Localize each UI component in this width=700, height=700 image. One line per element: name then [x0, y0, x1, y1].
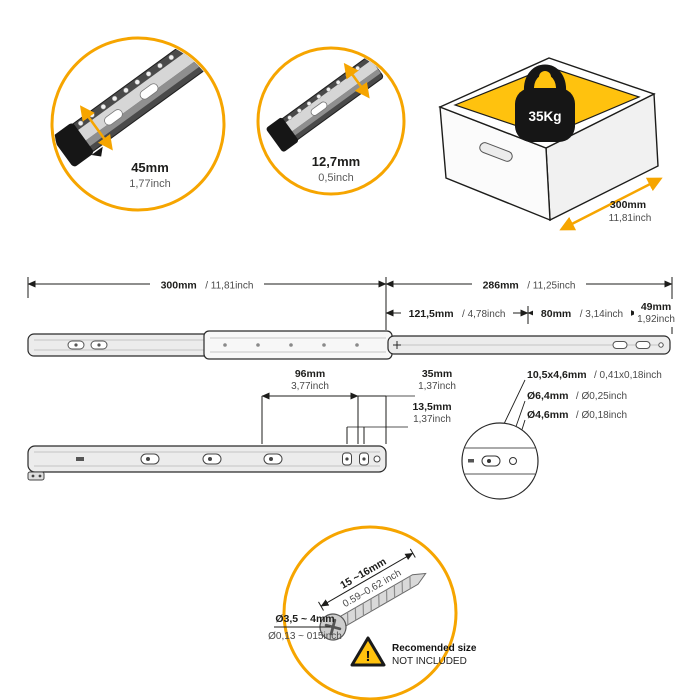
end-hole — [373, 455, 381, 463]
thickness-arrow-icon — [343, 62, 370, 99]
dim-holelarge-value: Ø6,4mm — [527, 390, 568, 402]
dim-front-label: 121,5mm / 4,78inch — [409, 304, 506, 321]
dim-slotsize-label: 10,5x4,6mm / 0,41x0,18inch — [527, 365, 662, 382]
dim-mid-value: 80mm — [541, 308, 571, 320]
dim-holesmall-alt: / Ø0,18inch — [576, 410, 627, 421]
screw-callout: 15 ~16mm 0.59–0.62 inch Ø3,5 ~ 4mm Ø0,13… — [268, 525, 477, 700]
width-alt: 1,77inch — [129, 178, 171, 190]
dim-holespan-alt: 3,77inch — [291, 381, 329, 392]
detail-hole — [509, 457, 517, 465]
dim-slotsize-value: 10,5x4,6mm — [527, 369, 587, 381]
note-sub: NOT INCLUDED — [392, 656, 467, 667]
hole-detail: 10,5x4,6mm / 0,41x0,18inch Ø6,4mm / Ø0,2… — [461, 365, 662, 500]
mounting-bracket — [27, 471, 45, 481]
dim-total-label: 300mm / 11,81inch — [161, 276, 254, 293]
extended-slide-drawing — [27, 330, 671, 360]
dim-holelarge-alt: / Ø0,25inch — [576, 391, 627, 402]
callout-thickness: 12,7mm 0,5inch — [256, 46, 406, 196]
dim-holesmall-value: Ø4,6mm — [527, 409, 568, 421]
weight-icon: 35Kg — [515, 64, 575, 142]
screw-threads — [346, 576, 411, 625]
drawer-handle-slot — [479, 142, 513, 162]
slide-thickness-photo — [266, 56, 384, 152]
dim-holelarge-label: Ø6,4mm / Ø0,25inch — [527, 386, 627, 403]
dim-slotpair-alt: 1,37inch — [413, 414, 451, 425]
paired-slots — [342, 452, 369, 466]
dim-mid-label: 80mm / 3,14inch — [541, 304, 623, 321]
slide-width-photo — [54, 40, 208, 167]
intermediate-rivets — [223, 343, 359, 347]
dim-total-value: 300mm — [161, 280, 197, 292]
width-value: 45mm — [131, 160, 169, 175]
drawer-scene: 35Kg 300mm 11,81inch — [438, 57, 663, 231]
hole-spacing-dimensions: 96mm 3,77inch 35mm 1,37inch 13,5mm 1,37i… — [261, 368, 456, 444]
warning-icon: ! — [350, 636, 386, 667]
closed-slide-drawing — [27, 445, 387, 481]
warning-mark: ! — [366, 648, 371, 665]
screw-diameter-alt: Ø0,13 ~ 015inch — [268, 631, 342, 642]
dim-endspan-value: 35mm — [422, 368, 452, 380]
dim-mid-alt: / 3,14inch — [580, 309, 623, 320]
release-mark — [393, 341, 401, 349]
dimension-rows: 300mm / 11,81inch 286mm / 11,25inch 121,… — [27, 276, 678, 334]
dim-extension-label: 286mm / 11,25inch — [483, 276, 576, 293]
phillips-cross-icon — [324, 618, 342, 636]
callout-width: 45mm 1,77inch — [50, 36, 226, 212]
dim-holesmall-label: Ø4,6mm / Ø0,18inch — [527, 405, 627, 422]
dim-rear-alt: 1,92inch — [637, 314, 675, 325]
dim-front-value: 121,5mm — [409, 308, 454, 320]
note-title: Recomended size — [392, 643, 477, 654]
intermediate-member — [203, 330, 393, 360]
small-slot — [76, 457, 84, 461]
thickness-value: 12,7mm — [312, 154, 360, 169]
drawer-depth-value: 300mm — [610, 199, 646, 211]
dim-extension-value: 286mm — [483, 280, 519, 292]
dim-extension-alt: / 11,25inch — [527, 281, 575, 292]
dim-slotpair-value: 13,5mm — [412, 401, 451, 413]
cabinet-member-slots — [67, 340, 108, 350]
drawer-depth-alt: 11,81inch — [609, 213, 652, 224]
slide-end-latch — [54, 123, 94, 167]
dim-endspan-alt: 1,37inch — [418, 381, 456, 392]
dim-rear-value: 49mm — [641, 301, 671, 313]
drawer-depth-arrow — [559, 177, 663, 231]
dim-slotsize-alt: / 0,41x0,18inch — [594, 370, 662, 381]
keyhole-slots — [140, 453, 283, 465]
weight-load-label: 35Kg — [528, 109, 561, 124]
drawer-member-slots — [612, 341, 664, 349]
dim-total-alt: / 11,81inch — [205, 281, 253, 292]
width-arrow-icon — [79, 105, 113, 151]
thickness-alt: 0,5inch — [318, 172, 353, 184]
dim-holespan-value: 96mm — [295, 368, 325, 380]
slide-end-latch — [266, 117, 299, 152]
screw-diameter-value: Ø3,5 ~ 4mm — [275, 613, 334, 625]
dim-front-alt: / 4,78inch — [462, 309, 505, 320]
